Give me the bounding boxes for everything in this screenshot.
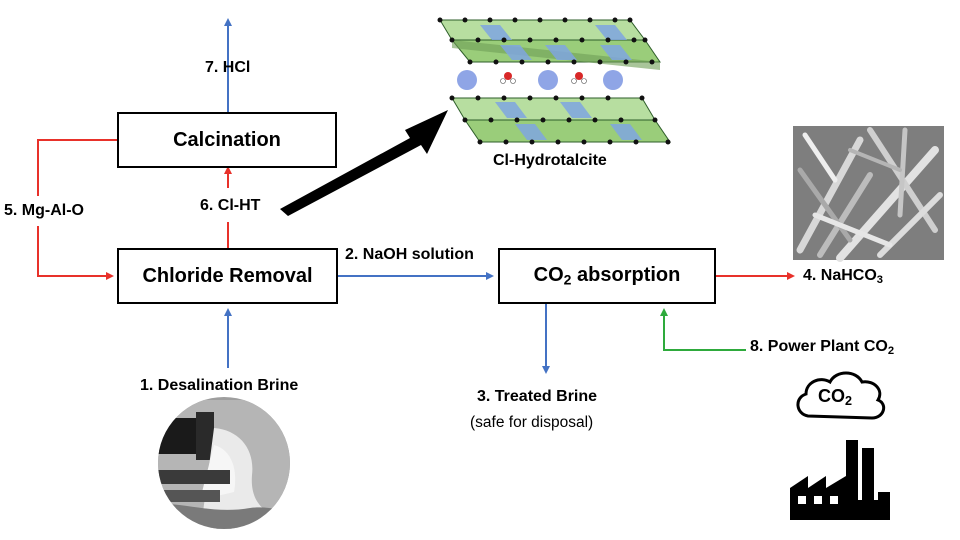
water-molecule-icon (500, 72, 587, 84)
calcination-label: Calcination (173, 128, 281, 151)
hydrotalcite-pointer-arrow (280, 110, 448, 216)
nahco3-label: 4. NaHCO3 (803, 267, 884, 286)
cl-ht-label: 6. Cl-HT (200, 197, 261, 214)
hydrotalcite-structure-icon (437, 17, 671, 145)
co2-cloud-icon (796, 371, 886, 420)
treated-brine-label: 3. Treated Brine (477, 388, 598, 405)
power-plant-co2-arrow (660, 308, 746, 351)
mg-al-o-loop-upper (37, 139, 118, 196)
factory-co2-icon (790, 371, 890, 520)
calcination-box: Calcination (117, 112, 337, 168)
chloride-removal-box: Chloride Removal (117, 248, 338, 304)
cl-hydrotalcite-label: Cl-Hydrotalcite (493, 152, 607, 169)
mg-al-o-label: 5. Mg-Al-O (4, 202, 84, 219)
safe-for-disposal-label: (safe for disposal) (470, 414, 594, 431)
co2-absorption-box: CO2 absorption (498, 248, 716, 304)
co2-cloud-text: CO2 (818, 386, 853, 409)
chloride-removal-label: Chloride Removal (142, 264, 313, 287)
nahco3-crystals-image (793, 126, 944, 262)
naoh-solution-label: 2. NaOH solution (345, 246, 474, 263)
brine-outfall-icon (158, 397, 290, 529)
mg-al-o-loop-lower (37, 226, 114, 280)
desalination-brine-label: 1. Desalination Brine (140, 377, 299, 394)
power-plant-co2-label: 8. Power Plant CO2 (750, 338, 895, 357)
co2-absorption-label: CO2 absorption (533, 264, 681, 288)
hcl-label: 7. HCl (205, 59, 251, 76)
